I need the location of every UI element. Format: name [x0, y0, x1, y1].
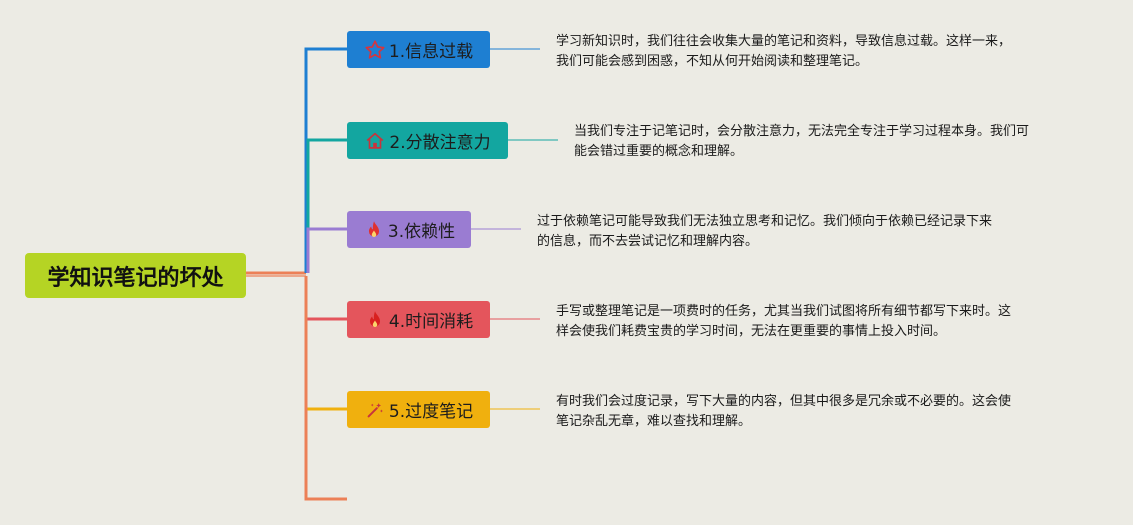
branch-desc-1-line-1: 学习新知识时，我们往往会收集大量的笔记和资料，导致信息过载。这样一来， — [556, 34, 1012, 49]
branch-label-1: 1.信息过载 — [388, 42, 474, 62]
flame-icon — [364, 309, 386, 331]
branch-label-2: 2.分散注意力 — [389, 133, 491, 153]
branch-desc-4-line-2: 样会使我们耗费宝贵的学习时间，无法在更重要的事情上投入时间。 — [556, 324, 947, 339]
branch-desc-2-line-1: 当我们专注于记笔记时，会分散注意力，无法完全专注于学习过程本身。我们可 — [574, 124, 1030, 139]
trunk-tail — [304, 276, 347, 501]
magic-wand-icon — [364, 399, 386, 421]
root-topic[interactable]: 学知识笔记的坏处 — [25, 253, 246, 298]
branch-desc-5-line-2: 笔记杂乱无章，难以查找和理解。 — [556, 414, 752, 429]
root-topic-label: 学知识笔记的坏处 — [47, 265, 224, 291]
branch-desc-4: 手写或整理笔记是一项费时的任务，尤其当我们试图将所有细节都写下来时。这 样会使我… — [556, 302, 1011, 342]
branch-node-2[interactable]: 2.分散注意力 — [347, 122, 508, 159]
branch-node-3[interactable]: 3.依赖性 — [347, 211, 471, 248]
branch-desc-3-line-2: 的信息，而不去尝试记忆和理解内容。 — [537, 234, 759, 249]
branch-desc-3: 过于依赖笔记可能导致我们无法独立思考和记忆。我们倾向于依赖已经记录下来 的信息，… — [537, 212, 992, 252]
branch-node-5[interactable]: 5.过度笔记 — [347, 391, 490, 428]
flame-icon — [363, 219, 385, 241]
branch-desc-3-line-1: 过于依赖笔记可能导致我们无法独立思考和记忆。我们倾向于依赖已经记录下来 — [537, 214, 993, 229]
house-icon — [364, 130, 386, 152]
branch-node-4[interactable]: 4.时间消耗 — [347, 301, 490, 338]
star-icon — [364, 39, 386, 61]
branch-node-1[interactable]: 1.信息过载 — [347, 31, 490, 68]
branch-desc-4-line-1: 手写或整理笔记是一项费时的任务，尤其当我们试图将所有细节都写下来时。这 — [556, 304, 1012, 319]
branch-4-connector — [304, 276, 347, 321]
branch-desc-1: 学习新知识时，我们往往会收集大量的笔记和资料，导致信息过载。这样一来， 我们可能… — [556, 32, 1011, 72]
branch-2-connector — [306, 138, 347, 273]
branch-label-3: 3.依赖性 — [387, 222, 456, 242]
branch-desc-5-line-1: 有时我们会过度记录，写下大量的内容，但其中很多是冗余或不必要的。这会使 — [556, 394, 1012, 409]
branch-label-4: 4.时间消耗 — [388, 312, 474, 332]
branch-desc-2-line-2: 能会错过重要的概念和理解。 — [574, 144, 744, 159]
branch-label-5: 5.过度笔记 — [388, 402, 474, 422]
branch-1-connector — [304, 47, 347, 273]
branch-desc-1-line-2: 我们可能会感到困惑，不知从何开始阅读和整理笔记。 — [556, 54, 869, 69]
branch-5-connector — [304, 276, 347, 411]
branch-3-connector — [306, 227, 347, 273]
branch-desc-5: 有时我们会过度记录，写下大量的内容，但其中很多是冗余或不必要的。这会使 笔记杂乱… — [556, 392, 1011, 432]
branch-desc-2: 当我们专注于记笔记时，会分散注意力，无法完全专注于学习过程本身。我们可 能会错过… — [574, 122, 1029, 162]
